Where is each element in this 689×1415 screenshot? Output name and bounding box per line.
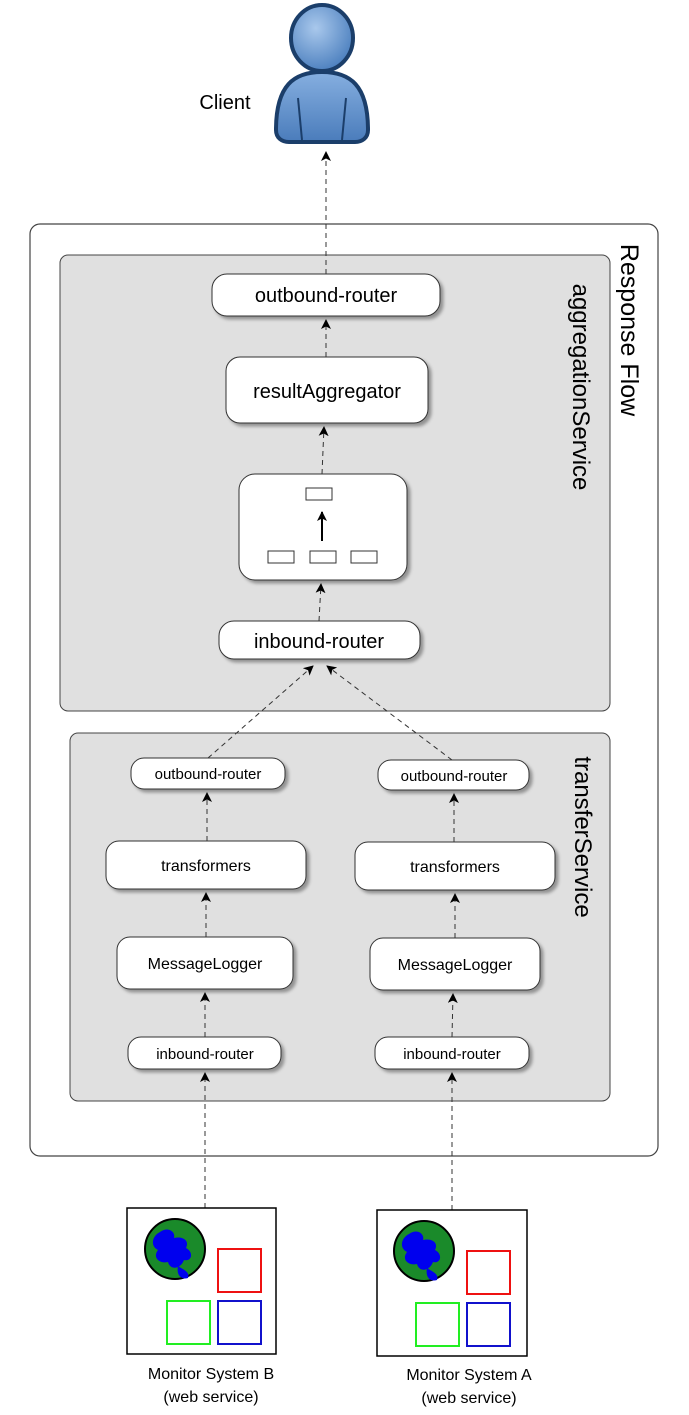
left-outbound-router-label: outbound-router	[155, 766, 262, 783]
arrow-right-to-agg-inbound	[326, 665, 453, 761]
arrow-right-inbound-to-logger	[447, 993, 458, 1038]
left-message-logger	[116, 936, 294, 990]
right-transformers-label: transformers	[410, 859, 500, 876]
agg-outbound-router-label: outbound-router	[255, 285, 398, 307]
user-icon	[273, 3, 371, 144]
response-flow-title: Response Flow	[615, 244, 643, 417]
left-message-logger-label: MessageLogger	[148, 956, 263, 973]
right-inbound-router-label: inbound-router	[403, 1046, 501, 1063]
monitor-b-name: Monitor System B	[148, 1366, 274, 1383]
right-message-logger-label: MessageLogger	[398, 957, 513, 974]
monitor-a-kind: (web service)	[421, 1390, 516, 1407]
arrow-icon-to-aggregator	[318, 426, 329, 475]
aggregation-service-title: aggregationService	[567, 284, 594, 491]
monitor-system-b: Monitor System B (web service)	[126, 1207, 277, 1406]
monitor-a-name: Monitor System A	[406, 1367, 532, 1384]
right-transformers	[354, 841, 556, 891]
agg-inbound-router-label: inbound-router	[254, 631, 384, 653]
transfer-service-panel: transferService outbound-router transfor…	[69, 732, 611, 1102]
aggregation-service-panel: aggregationService outbound-router resul…	[59, 254, 611, 712]
aggregator-icon	[238, 473, 408, 581]
transfer-service-title: transferService	[569, 756, 596, 917]
right-outbound-router-label: outbound-router	[401, 768, 508, 785]
globe-icon	[393, 1220, 455, 1282]
flow-arrows	[200, 151, 460, 1210]
left-transformers-label: transformers	[161, 858, 251, 875]
client-label: Client	[199, 92, 251, 114]
monitor-system-a: Monitor System A (web service)	[376, 1209, 532, 1407]
arrow-inbound-to-icon	[315, 583, 326, 622]
globe-icon	[144, 1218, 206, 1280]
left-inbound-router-label: inbound-router	[156, 1046, 254, 1063]
monitor-b-kind: (web service)	[163, 1389, 258, 1406]
right-outbound-router	[377, 759, 530, 791]
result-aggregator-label: resultAggregator	[253, 381, 401, 403]
left-transformers	[105, 840, 307, 890]
client-figure: Client	[199, 3, 371, 144]
result-aggregator-box	[225, 356, 429, 424]
